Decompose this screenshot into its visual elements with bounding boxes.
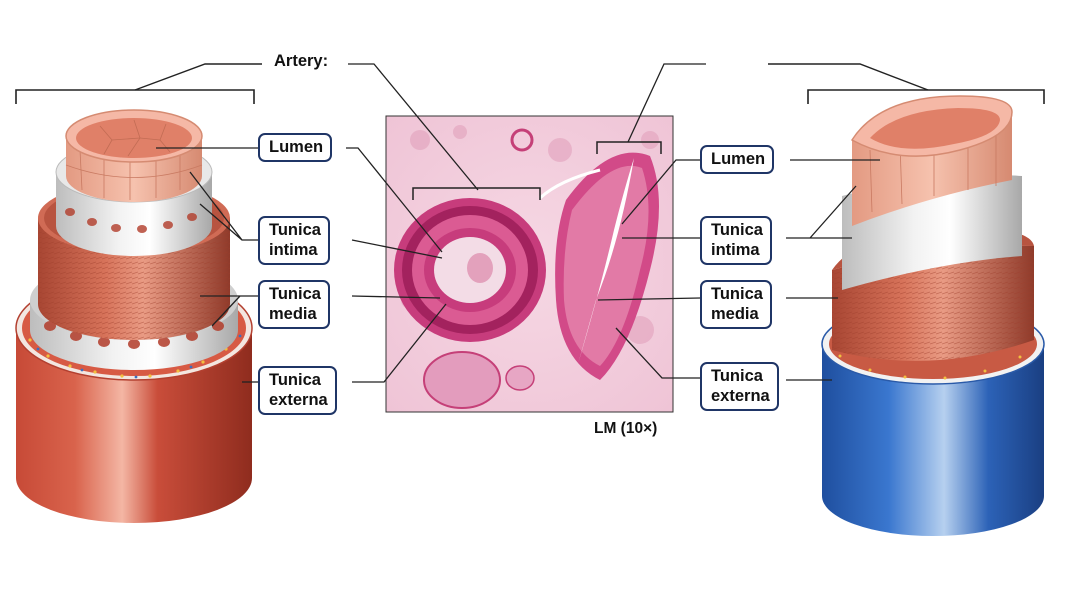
right-lumen-label: Lumen (700, 145, 775, 174)
vein-externa-layer (822, 344, 1044, 536)
right-media-line2: media (711, 305, 759, 323)
left-tunica-externa-label: Tunica externa (258, 366, 337, 415)
artery-bracket-leader (134, 63, 262, 91)
left-externa-line2: externa (269, 391, 328, 409)
left-media-line1: Tunica (269, 285, 321, 303)
leader-lines (156, 63, 880, 383)
right-tunica-externa-label: Tunica externa (700, 362, 779, 411)
artery-bracket (15, 89, 255, 104)
left-tunica-intima-label: Tunica intima (258, 216, 330, 265)
vein-bracket-leader (768, 63, 929, 91)
left-intima-line1: Tunica (269, 221, 321, 239)
right-tunica-intima-label: Tunica intima (700, 216, 772, 265)
right-tunica-media-label: Tunica media (700, 280, 772, 329)
micrograph-panel (385, 115, 674, 413)
left-externa-line1: Tunica (269, 371, 321, 389)
right-externa-line2: externa (711, 387, 770, 405)
left-tunica-media-label: Tunica media (258, 280, 330, 329)
vein-illustration (768, 63, 1045, 536)
right-media-line1: Tunica (711, 285, 763, 303)
right-lumen-text: Lumen (711, 150, 766, 168)
micrograph-vein-bracket (596, 141, 662, 154)
vein-bracket (807, 89, 1045, 104)
left-media-line2: media (269, 305, 317, 323)
left-lumen-label: Lumen (258, 133, 333, 162)
left-intima-line2: intima (269, 241, 318, 259)
artery-title-label: Artery: (274, 52, 329, 70)
right-externa-line1: Tunica (711, 367, 763, 385)
left-lumen-text: Lumen (269, 138, 324, 156)
right-intima-line2: intima (711, 241, 760, 259)
artery-externa-layer (16, 328, 252, 523)
artery-illustration (15, 63, 262, 523)
magnification-label: LM (10×) (594, 420, 658, 437)
right-intima-line1: Tunica (711, 221, 763, 239)
